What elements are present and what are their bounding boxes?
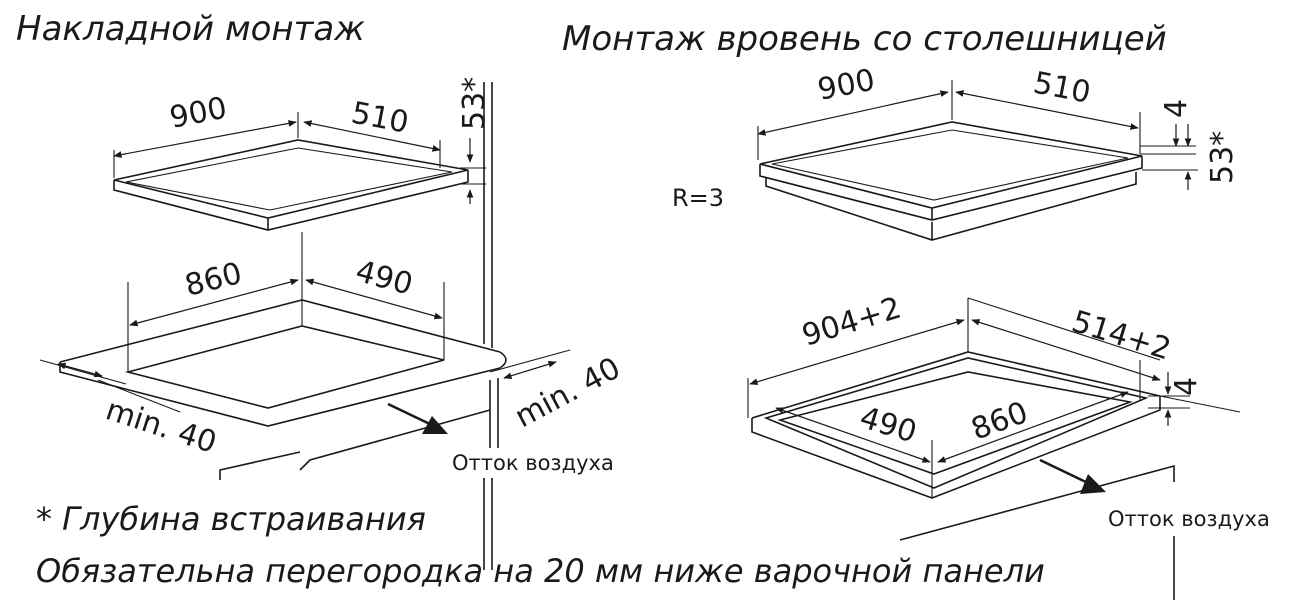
flush-inner-depth: 490 — [856, 400, 921, 450]
flush-hob: 900 510 4 53* — [757, 63, 1240, 241]
flush-airflow-label: Отток воздуха — [1108, 507, 1270, 531]
flush-step-cutout: 4 — [1169, 377, 1204, 396]
overlay-min-left: min. 40 — [102, 392, 221, 460]
flush-radius: R=3 — [672, 184, 724, 212]
flush-depth-top: 510 — [1030, 65, 1093, 110]
partition-note: Обязательна перегородка на 20 мм ниже ва… — [36, 552, 1045, 590]
flush-height: 53* — [1205, 131, 1240, 184]
overlay-width-top: 900 — [167, 91, 230, 136]
depth-note: * Глубина встраивания — [36, 500, 426, 538]
title-overlay: Накладной монтаж — [16, 9, 365, 49]
overlay-min-right: min. 40 — [509, 351, 626, 435]
overlay-depth-top: 510 — [348, 95, 411, 140]
flush-width-top: 900 — [815, 63, 878, 108]
overlay-airflow-label: Отток воздуха — [452, 451, 614, 475]
flush-step: 4 — [1159, 99, 1194, 118]
overlay-hob: 900 510 53* — [113, 77, 492, 300]
flush-depth-cutout: 514+2 — [1068, 304, 1175, 367]
flush-width-cutout: 904+2 — [798, 291, 905, 354]
overlay-countertop: 860 490 min. 40 min. 40 — [39, 82, 626, 570]
overlay-height: 53* — [457, 77, 492, 130]
title-flush: Монтаж вровень со столешницей — [562, 19, 1167, 59]
flush-inner-width: 860 — [967, 395, 1033, 447]
